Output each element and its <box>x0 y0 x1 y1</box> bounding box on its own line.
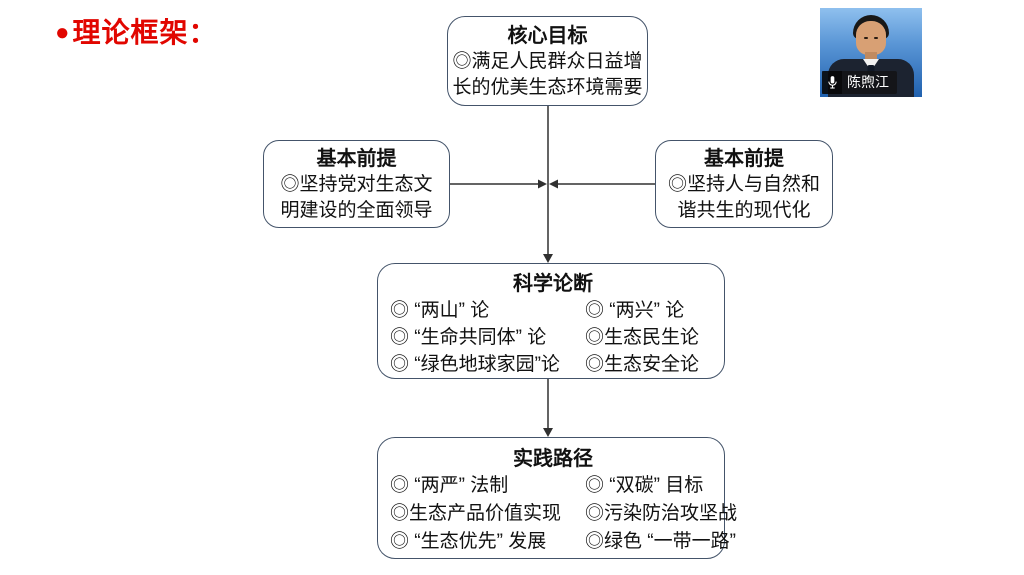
portrait-eye <box>864 37 868 39</box>
portrait-eye <box>874 37 878 39</box>
speaker-name-bar: 陈煦江 <box>822 71 897 94</box>
box-core-goal-line: 长的优美生态环境需要 <box>452 77 643 98</box>
bullet-icon: ● <box>55 19 70 46</box>
box-premise-right: 基本前提 ◎坚持人与自然和 谐共生的现代化 <box>655 140 833 228</box>
arrowhead-left <box>549 179 558 189</box>
arrowhead-down-practice <box>543 428 553 437</box>
speaker-name: 陈煦江 <box>847 74 889 90</box>
box-practice-title: 实践路径 <box>513 448 593 470</box>
scientific-item: ◎ “两兴” 论 <box>585 300 685 321</box>
box-premise-right-line: 谐共生的现代化 <box>677 200 811 221</box>
scientific-item: ◎生态安全论 <box>585 354 700 375</box>
box-core-goal-line: ◎满足人民群众日益增 <box>452 51 643 72</box>
portrait-neck <box>865 52 877 62</box>
page-title-text: 理论框架： <box>72 17 218 48</box>
portrait-face <box>856 21 886 55</box>
box-core-goal-title: 核心目标 <box>507 25 588 47</box>
page-title: ● 理论框架： <box>55 16 218 50</box>
practice-item: ◎绿色 “一带一路” <box>585 531 736 552</box>
practice-item: ◎污染防治攻坚战 <box>585 503 738 524</box>
practice-item: ◎ “双碳” 目标 <box>585 475 704 496</box>
scientific-item: ◎ “两山” 论 <box>390 300 490 321</box>
speaker-video-thumbnail[interactable]: 陈煦江 <box>820 8 922 97</box>
scientific-item: ◎ “生命共同体” 论 <box>390 327 547 348</box>
scientific-item: ◎生态民生论 <box>585 327 700 348</box>
practice-item: ◎ “两严” 法制 <box>390 475 509 496</box>
box-premise-left-line: ◎坚持党对生态文 <box>280 174 433 195</box>
microphone-icon <box>822 71 842 94</box>
box-scientific-title: 科学论断 <box>513 273 593 295</box>
box-scientific-judgments: 科学论断 ◎ “两山” 论 ◎ “两兴” 论 ◎ “生命共同体” 论 ◎生态民生… <box>377 263 725 379</box>
box-premise-right-line: ◎坚持人与自然和 <box>667 174 820 195</box>
box-practice-paths: 实践路径 ◎ “两严” 法制 ◎ “双碳” 目标 ◎生态产品价值实现 ◎污染防治… <box>377 437 737 559</box>
scientific-item: ◎ “绿色地球家园”论 <box>390 354 560 375</box>
box-premise-left-line: 明建设的全面领导 <box>280 200 433 221</box>
box-premise-left: 基本前提 ◎坚持党对生态文 明建设的全面领导 <box>263 140 450 228</box>
box-core-goal: 核心目标 ◎满足人民群众日益增 长的优美生态环境需要 <box>447 16 648 106</box>
practice-item: ◎生态产品价值实现 <box>390 503 562 524</box>
practice-item: ◎ “生态优先” 发展 <box>390 531 547 552</box>
arrowhead-down-scientific <box>543 254 553 263</box>
box-premise-right-title: 基本前提 <box>704 148 784 170</box>
arrowhead-right <box>538 179 547 189</box>
box-premise-left-title: 基本前提 <box>316 148 397 170</box>
